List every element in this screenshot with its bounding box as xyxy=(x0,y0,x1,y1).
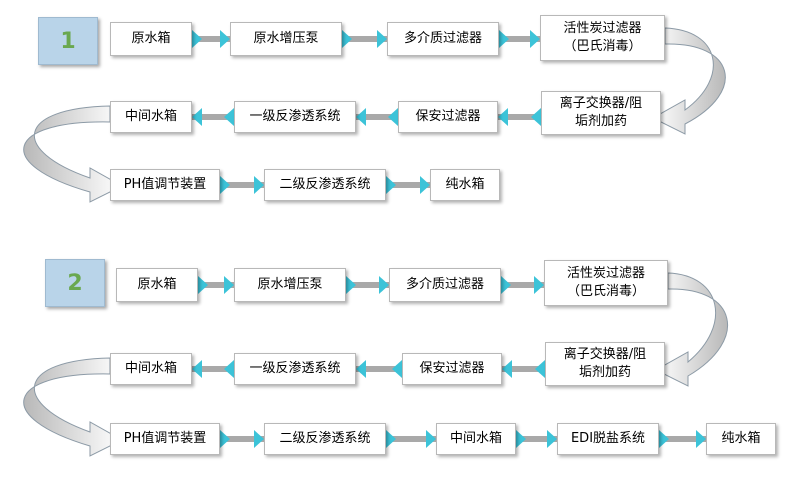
flow-1-link-3-bar xyxy=(499,36,540,42)
flow-1-link-2-head xyxy=(377,30,387,48)
flow-1-carbon-line2: （巴氏消毒） xyxy=(563,39,642,54)
flow-1-link-7-tail xyxy=(220,176,230,194)
flow-1-ion-line2: 垢剂加药 xyxy=(574,114,627,129)
flow-2-primary-ro: 一级反渗透系统 xyxy=(234,353,356,385)
flow-2-intermediate-tank: 中间水箱 xyxy=(110,353,192,385)
flow-1-link-1-bar xyxy=(192,36,230,42)
flow-2-link-9-bar xyxy=(516,436,557,442)
flow-2-link-4-tail xyxy=(535,360,545,378)
flow-2-link-6-bar xyxy=(192,366,234,372)
flow-2-badge: 2 xyxy=(45,259,105,307)
flow-2-turn-arrow-right xyxy=(654,272,729,387)
flow-1-link-7-bar xyxy=(220,182,264,188)
flow-2-ph-adjust: PH值调节装置 xyxy=(110,423,220,455)
flow-1-link-1-head xyxy=(220,30,230,48)
flow-2-link-10-bar xyxy=(659,436,706,442)
flow-2-link-3-head xyxy=(534,276,544,294)
flow-1-ion-line1: 离子交换器/阻 xyxy=(559,96,643,111)
flow-2-link-1-bar xyxy=(198,282,234,288)
flow-2-link-5-head xyxy=(356,360,366,378)
flow-2-security-filter: 保安过滤器 xyxy=(402,353,502,385)
flow-1-link-4-tail xyxy=(531,108,541,126)
flow-1-link-8-tail xyxy=(386,176,396,194)
flow-2-ion-exchanger: 离子交换器/阻 垢剂加药 xyxy=(545,342,665,386)
flow-1-link-5-tail xyxy=(388,108,398,126)
flow-1-primary-ro: 一级反渗透系统 xyxy=(234,101,356,133)
flow-1-turn-arrow-left xyxy=(23,105,124,203)
flow-1-raw-water-tank: 原水箱 xyxy=(110,22,192,56)
flow-1-link-6-head xyxy=(192,108,202,126)
flow-1-ion-exchanger: 离子交换器/阻 垢剂加药 xyxy=(541,91,661,135)
flow-2-link-4-bar xyxy=(502,366,545,372)
flow-1-link-7-head xyxy=(254,176,264,194)
flow-1-link-5-bar xyxy=(356,114,398,120)
flow-2-intermediate-tank-2: 中间水箱 xyxy=(436,423,516,455)
flow-2-edi-system: EDI脱盐系统 xyxy=(557,423,659,455)
flow-2-link-7-tail xyxy=(220,430,230,448)
flow-1-activated-carbon-filter: 活性炭过滤器 （巴氏消毒） xyxy=(540,15,665,61)
flow-2-link-6-head xyxy=(192,360,202,378)
flow-2-turn-arrow-left xyxy=(23,357,124,457)
flow-2-carbon-line2: （巴氏消毒） xyxy=(566,284,645,299)
flow-1-link-4-head xyxy=(498,108,508,126)
flow-1-badge: 1 xyxy=(38,17,98,65)
flow-2-pure-water-tank: 纯水箱 xyxy=(706,423,776,455)
flow-2-link-1-tail xyxy=(198,276,208,294)
flow-2-link-3-bar xyxy=(501,282,544,288)
flow-2-link-5-bar xyxy=(356,366,402,372)
flow-2-multimedia-filter: 多介质过滤器 xyxy=(389,268,501,302)
flow-1-intermediate-tank: 中间水箱 xyxy=(110,101,192,133)
flow-1-secondary-ro: 二级反渗透系统 xyxy=(264,169,386,201)
flow-1-link-6-tail xyxy=(224,108,234,126)
flow-2-link-5-tail xyxy=(392,360,402,378)
flow-1-link-2-tail xyxy=(342,30,352,48)
flow-2-link-8-head xyxy=(426,430,436,448)
flow-1-link-1-tail xyxy=(192,30,202,48)
flow-2-raw-water-tank: 原水箱 xyxy=(116,268,198,302)
flow-1-pure-water-tank: 纯水箱 xyxy=(430,169,500,201)
flow-2-carbon-line1: 活性炭过滤器 xyxy=(566,266,645,281)
flow-2-link-2-tail xyxy=(346,276,356,294)
flow-2-secondary-ro: 二级反渗透系统 xyxy=(264,423,386,455)
flow-2-ion-line2: 垢剂加药 xyxy=(578,365,631,380)
flow-2-link-7-bar xyxy=(220,436,264,442)
flow-2-link-2-bar xyxy=(346,282,389,288)
flow-2-booster-pump: 原水增压泵 xyxy=(234,268,346,302)
flow-2-link-1-head xyxy=(224,276,234,294)
flow-1-booster-pump: 原水增压泵 xyxy=(230,22,342,56)
flow-1-link-5-head xyxy=(356,108,366,126)
flow-1-security-filter: 保安过滤器 xyxy=(398,101,498,133)
flow-2-link-9-head xyxy=(547,430,557,448)
flow-1-link-3-tail xyxy=(499,30,509,48)
flow-2-ion-line1: 离子交换器/阻 xyxy=(563,347,647,362)
flow-2-link-2-head xyxy=(379,276,389,294)
flow-2-link-10-tail xyxy=(659,430,669,448)
flow-1-carbon-line1: 活性炭过滤器 xyxy=(563,21,642,36)
flow-1-link-6-bar xyxy=(192,114,234,120)
flow-2-link-6-tail xyxy=(224,360,234,378)
flow-1-ph-adjust: PH值调节装置 xyxy=(110,169,220,201)
flow-1-multimedia-filter: 多介质过滤器 xyxy=(387,22,499,56)
flow-2-link-8-bar xyxy=(386,436,436,442)
flow-2-link-4-head xyxy=(502,360,512,378)
flow-2-link-7-head xyxy=(254,430,264,448)
flow-2-activated-carbon-filter: 活性炭过滤器 （巴氏消毒） xyxy=(544,260,668,306)
flow-2-link-9-tail xyxy=(516,430,526,448)
flow-2-link-3-tail xyxy=(501,276,511,294)
flow-2-link-8-tail xyxy=(386,430,396,448)
flow-1-link-4-bar xyxy=(498,114,541,120)
flow-1-turn-arrow-right xyxy=(651,27,726,135)
flow-1-link-8-head xyxy=(420,176,430,194)
flow-2-link-10-head xyxy=(696,430,706,448)
flow-1-link-3-head xyxy=(530,30,540,48)
flow-1-link-2-bar xyxy=(342,36,387,42)
flow-1-link-8-bar xyxy=(386,182,430,188)
